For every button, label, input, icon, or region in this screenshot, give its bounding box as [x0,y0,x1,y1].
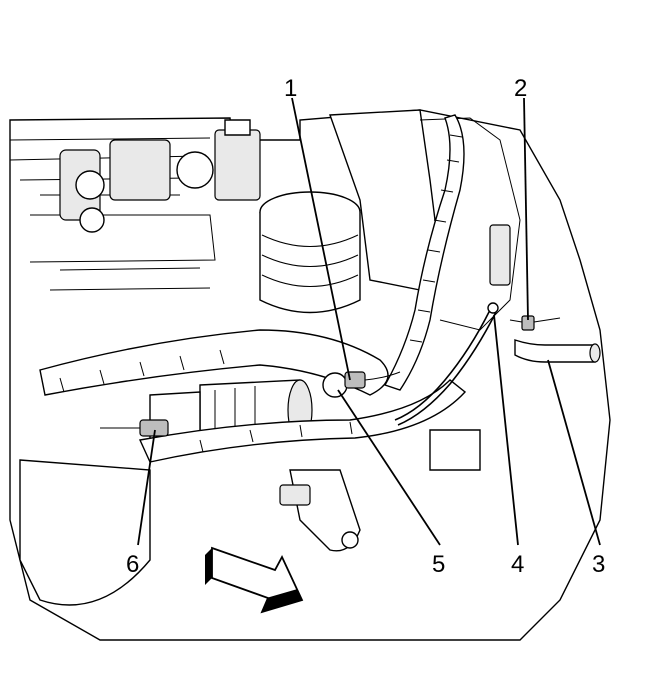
leader-3 [547,359,601,546]
callout-1: 1 [284,75,297,102]
leader-1 [291,97,351,381]
leader-lines [137,97,601,546]
callout-4: 4 [511,551,524,578]
callout-2: 2 [514,75,527,102]
leader-6 [137,429,156,546]
leader-2 [523,97,529,321]
harness-connector [100,419,169,437]
wiring-harness [383,114,465,391]
coolant-pipe [514,339,601,363]
right-housing [329,109,521,331]
front-direction-arrow-icon [205,546,304,614]
leader-4 [493,314,519,546]
thin-pipe [394,302,499,426]
oil-filter-housing [214,119,361,314]
lower-harness [39,329,467,463]
oil-pan [19,429,481,606]
callout-6: 6 [126,551,139,578]
hose-clip [509,315,561,331]
callout-3: 3 [592,551,605,578]
engine-block [9,109,611,641]
callout-5: 5 [432,551,445,578]
leader-5 [337,389,441,546]
